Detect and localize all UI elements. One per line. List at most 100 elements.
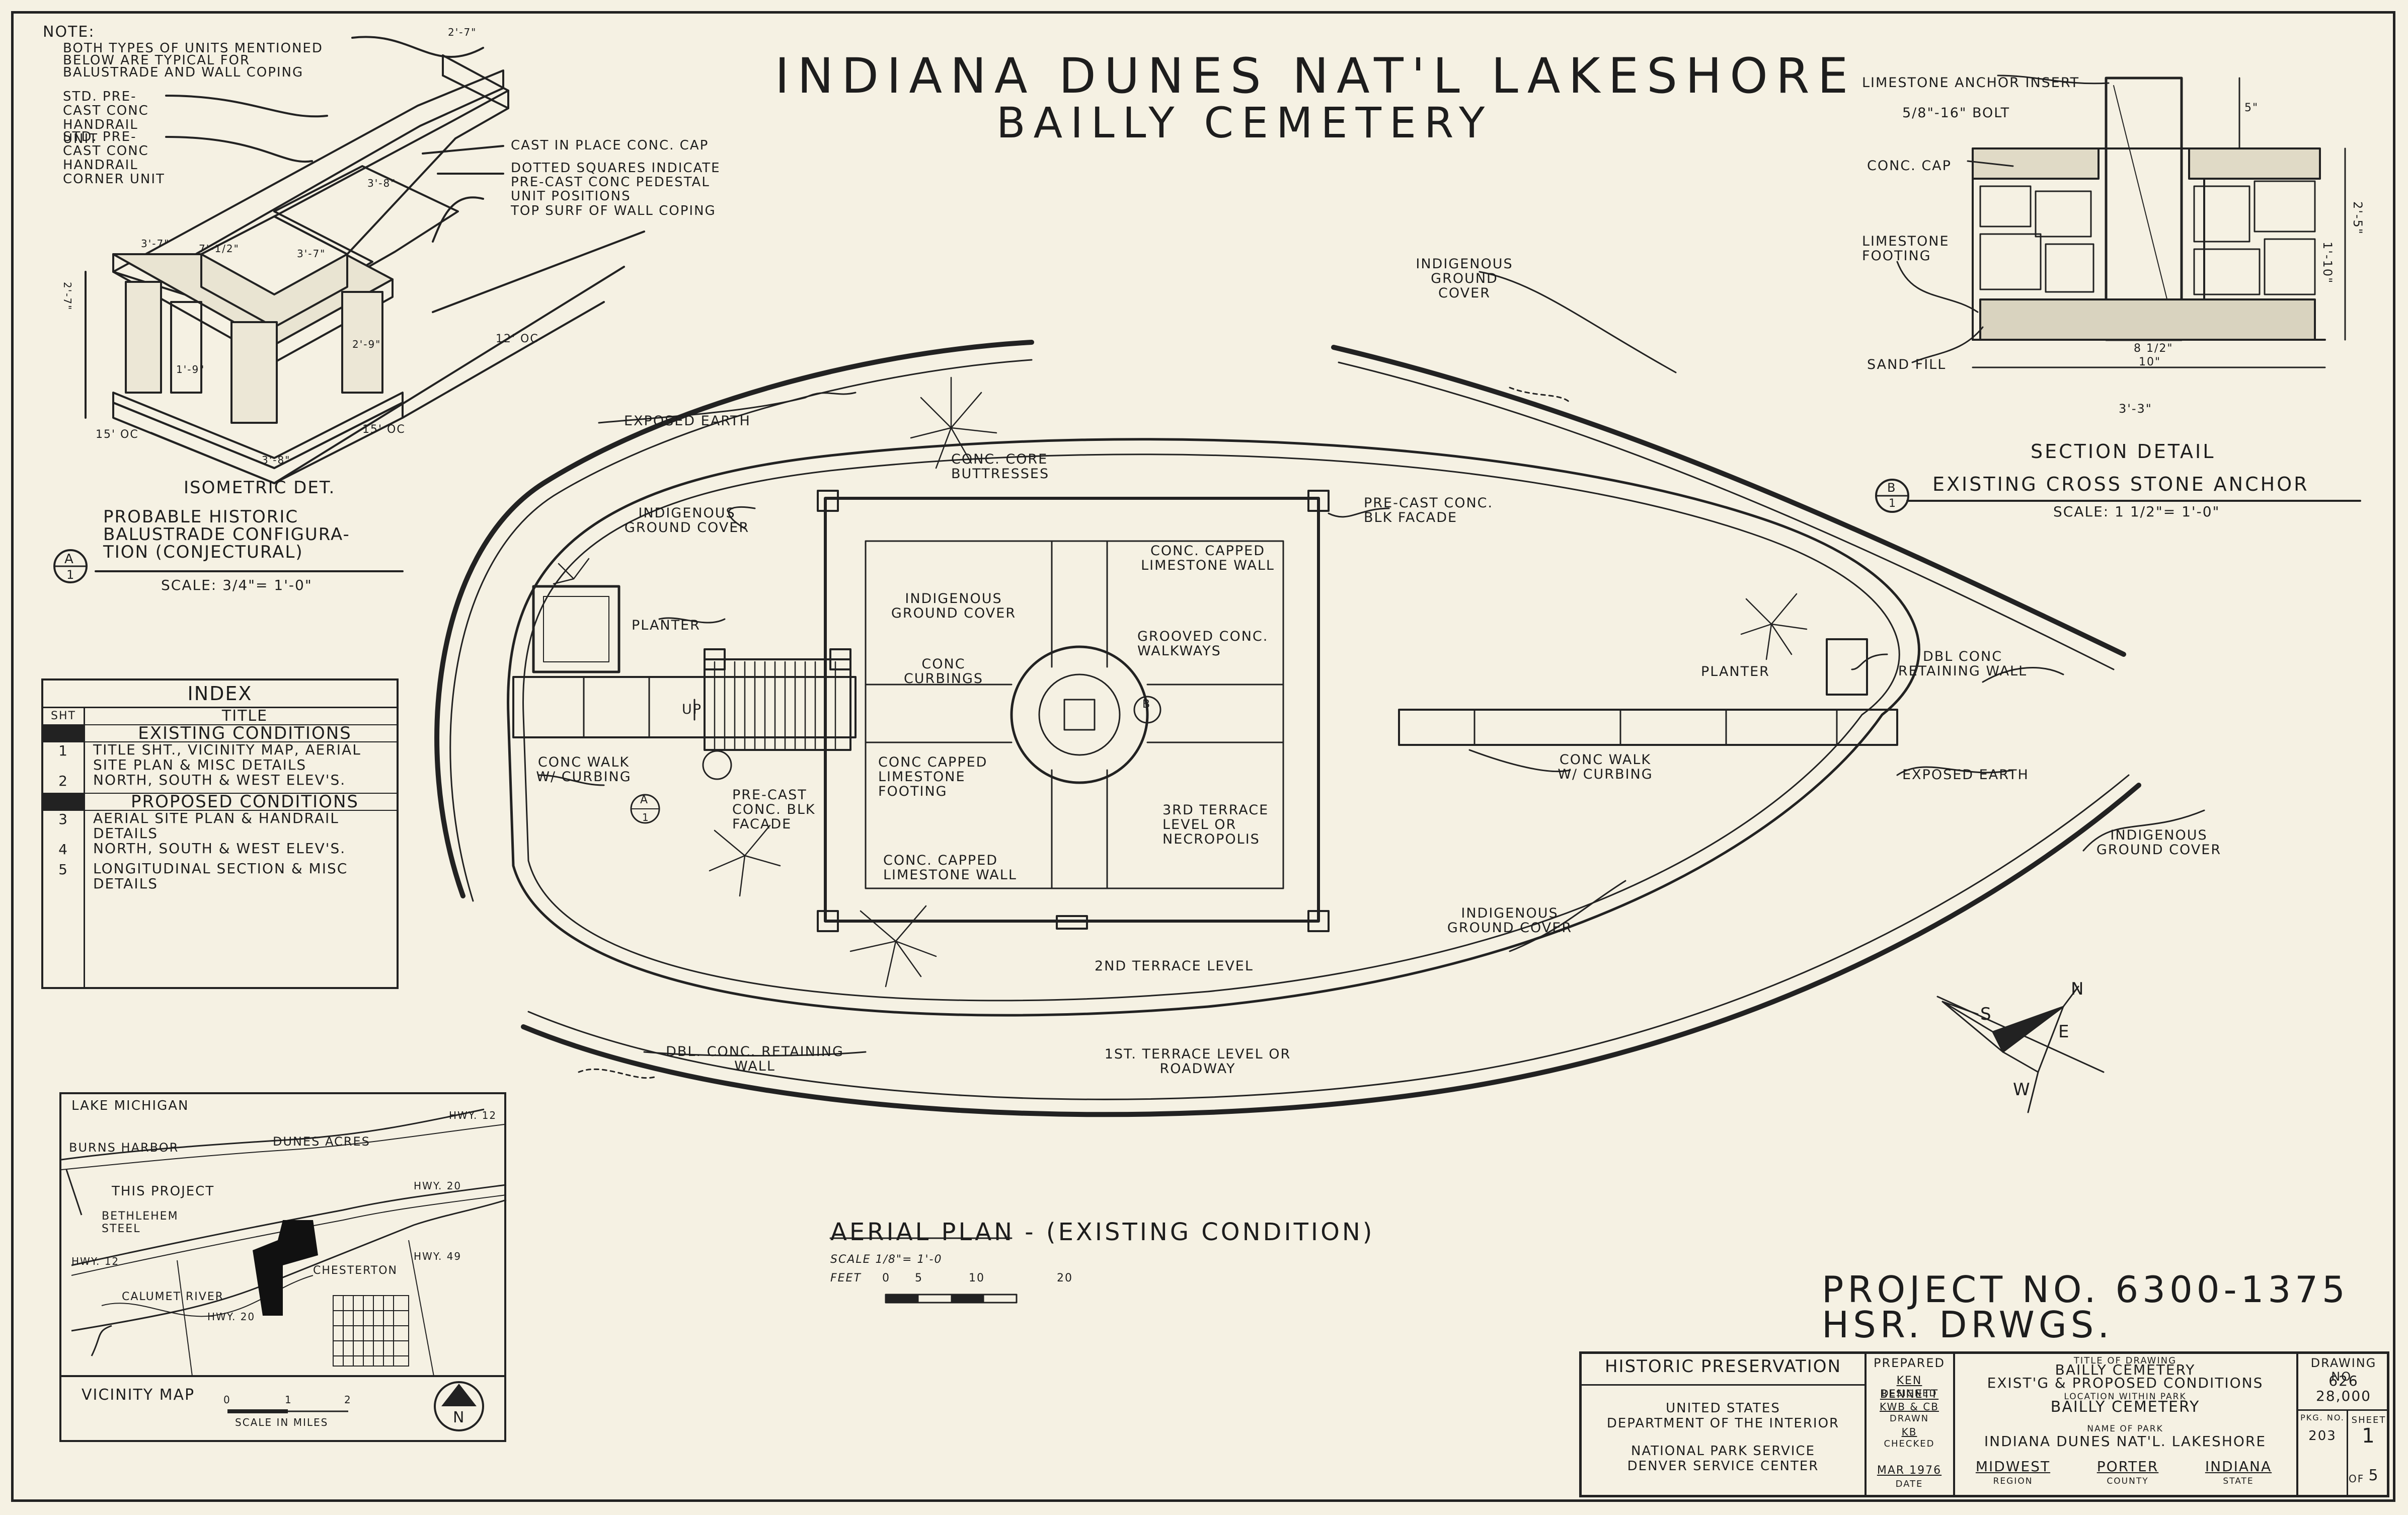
label-indigenous-right: INDIGENOUS GROUND COVER (2096, 827, 2222, 858)
label-planter-left: PLANTER (632, 618, 701, 633)
index-row-num: 5 (43, 861, 85, 891)
callout-top-surf: TOP SURF OF WALL COPING (511, 203, 716, 218)
sheet-label: SHEET (2351, 1415, 2386, 1425)
index-row-text: TITLE SHT., VICINITY MAP, AERIAL SITE PL… (93, 741, 361, 773)
iso-caption-3: BALUSTRADE CONFIGURA- (103, 524, 350, 545)
index-table: INDEX SHT TITLE EXISTING CONDITIONS 1 TI… (41, 678, 399, 989)
iso-caption-2: PROBABLE HISTORIC (103, 507, 299, 527)
sheet-title-line1: INDIANA DUNES NAT'L LAKESHORE (775, 48, 1856, 104)
index-section-existing: EXISTING CONDITIONS (43, 725, 397, 742)
map-label-bethlehem: BETHLEHEM STEEL (102, 1210, 179, 1235)
vicinity-map-title: VICINITY MAP (82, 1386, 195, 1404)
dim-3: 7'-1/2" (199, 243, 240, 255)
iso-marker-letter: A (64, 552, 74, 567)
note-heading: NOTE: (43, 23, 95, 41)
section-dim-6: 3'-3" (2119, 402, 2152, 416)
index-row-num: 2 (43, 773, 85, 793)
drawing-no-2: 28,000 (2316, 1388, 2371, 1404)
county-value: PORTER (2096, 1458, 2159, 1475)
label-planter-right: PLANTER (1701, 664, 1770, 679)
callout-conc-cap: CONC. CAP (1867, 158, 1952, 174)
org-line-2: DEPARTMENT OF THE INTERIOR (1606, 1416, 1840, 1431)
section-detail-graphic (1896, 74, 2346, 368)
sheet-value: 1 (2362, 1424, 2376, 1448)
dim-10: 3'-8" (367, 177, 397, 189)
plan-marker-1: 1 (642, 811, 650, 823)
label-walk-left: CONC WALK W/ CURBING (536, 754, 632, 785)
index-row: 5 LONGITUDINAL SECTION & MISC DETAILS (43, 861, 397, 891)
index-heading: INDEX (43, 680, 397, 708)
county-label: COUNTY (2107, 1476, 2149, 1486)
region-value: MIDWEST (1975, 1458, 2051, 1475)
feet-tick-0: 0 (882, 1272, 890, 1284)
designed-label: DESIGNED (1881, 1388, 1937, 1399)
dim-7: 15' OC (362, 423, 406, 436)
index-row-text: LONGITUDINAL SECTION & MISC DETAILS (93, 860, 348, 892)
plan-marker-a: A (640, 794, 649, 806)
iso-marker-num: 1 (66, 568, 75, 582)
index-column-header: SHT TITLE (43, 708, 397, 725)
map-scale-label: SCALE IN MILES (235, 1416, 329, 1428)
compass-n: N (2071, 979, 2085, 999)
feet-tick-5: 5 (915, 1272, 923, 1284)
index-row-num: 4 (43, 841, 85, 861)
callout-anchor-insert: LIMESTONE ANCHOR INSERT (1862, 75, 2080, 91)
feet-tick-10: 10 (969, 1272, 985, 1284)
vicinity-map-graphic (61, 1108, 507, 1431)
map-label-hwy49: HWY. 49 (414, 1250, 462, 1262)
title-block: HISTORIC PRESERVATION UNITED STATES DEPA… (1579, 1351, 2389, 1497)
drawing-title-value-1: BAILLY CEMETERY (2055, 1361, 2196, 1378)
designed-value: KWB & CB (1880, 1401, 1939, 1413)
note-line-1: BOTH TYPES OF UNITS MENTIONED (63, 41, 323, 56)
of-value: 5 (2368, 1467, 2379, 1484)
map-label-calumet: CALUMET RIVER (122, 1291, 224, 1303)
map-scale-2: 2 (344, 1394, 352, 1406)
vicinity-map: LAKE MICHIGAN BURNS HARBOR DUNES ACRES T… (59, 1092, 507, 1442)
section-caption-2: EXISTING CROSS STONE ANCHOR (1932, 473, 2309, 495)
dim-8: 15' OC (96, 428, 139, 441)
label-terrace-1: 1ST. TERRACE LEVEL OR ROADWAY (1104, 1046, 1291, 1077)
label-terrace-2: 2ND TERRACE LEVEL (1095, 958, 1254, 974)
map-scale-1: 1 (285, 1394, 292, 1406)
dim-2: 3'-7" (297, 248, 326, 260)
feet-label: FEET (830, 1272, 862, 1284)
section-dim-2: 2'-5" (2351, 201, 2365, 235)
drawn-label: DRAWN (1889, 1413, 1929, 1424)
callout-handrail-unit: STD. PRE-CAST CONC HANDRAIL UNIT (63, 89, 149, 146)
map-label-hwy20-right: HWY. 20 (414, 1180, 462, 1192)
map-scale-0: 0 (223, 1394, 231, 1406)
pkg-value: 203 (2308, 1428, 2337, 1444)
drawing-title-value-2: EXIST'G & PROPOSED CONDITIONS (1987, 1375, 2264, 1391)
org-title: HISTORIC PRESERVATION (1604, 1356, 1842, 1377)
drawing-no-1: 626 (2328, 1373, 2359, 1389)
label-capped-wall-low: CONC. CAPPED LIMESTONE WALL (883, 853, 1017, 883)
index-section-proposed: PROPOSED CONDITIONS (43, 793, 397, 811)
park-value: INDIANA DUNES NAT'L. LAKESHORE (1984, 1433, 2267, 1450)
dim-4: 1'-9" (176, 363, 205, 375)
label-up: UP (682, 702, 703, 717)
index-col-sht: SHT (43, 708, 85, 724)
isometric-balustrade-graphic (85, 36, 645, 484)
index-col-title: TITLE (221, 707, 268, 725)
section-dim-4: 8 1/2" (2134, 342, 2173, 355)
label-indigenous-left: INDIGENOUS GROUND COVER (624, 505, 750, 536)
map-label-dunes: DUNES ACRES (273, 1134, 370, 1149)
prepared-label: PREPARED (1874, 1356, 1945, 1370)
index-row-text: NORTH, SOUTH & WEST ELEV'S. (93, 840, 346, 857)
index-row: 2 NORTH, SOUTH & WEST ELEV'S. (43, 773, 397, 794)
sheet-title-line2: BAILLY CEMETERY (996, 98, 1493, 147)
feet-tick-20: 20 (1057, 1272, 1073, 1284)
compass-s: S (1980, 1004, 1992, 1024)
map-label-project: THIS PROJECT (112, 1184, 215, 1199)
label-capped-wall: CONC. CAPPED LIMESTONE WALL (1141, 543, 1275, 573)
note-line-2: BELOW ARE TYPICAL FOR (63, 53, 251, 68)
compass-e: E (2058, 1022, 2070, 1042)
drawn-value: KB (1901, 1426, 1917, 1438)
date-label: DATE (1895, 1479, 1923, 1489)
dim-6: 12' OC (496, 333, 539, 345)
map-label-lake: LAKE MICHIGAN (71, 1098, 189, 1113)
label-dbl-wall-bottom: DBL. CONC. RETAINING WALL (666, 1044, 844, 1074)
iso-caption-4: TION (CONJECTURAL) (103, 542, 303, 562)
label-precast-left: PRE-CAST CONC. BLK FACADE (732, 787, 816, 832)
project-drawings: HSR. DRWGS. (1822, 1304, 2114, 1346)
